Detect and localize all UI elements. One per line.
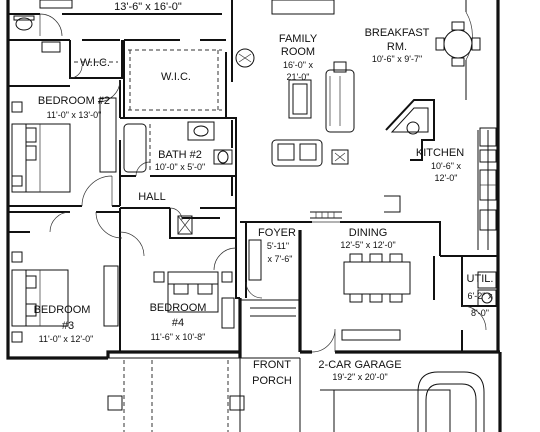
bedroom2-label: BEDROOM #2 [38, 95, 110, 107]
bedroom4-dims: 11'-6" x 10'-8" [151, 332, 206, 342]
vanity [187, 121, 215, 141]
foyer-dims-2: x 7'-6" [268, 254, 293, 264]
dresser [103, 265, 119, 327]
garage-dims: 19'-2" x 20'-0" [332, 372, 387, 382]
kitchen-dims-1: 10'-6" x [431, 161, 461, 171]
bedroom3-label-1: BEDROOM [34, 304, 91, 316]
nightstand [153, 271, 165, 283]
bath2-dims: 10'-0" x 5'-0" [155, 162, 205, 172]
family-room-label-1: FAMILY [279, 33, 318, 45]
nightstand [11, 331, 23, 343]
nightstand [11, 175, 23, 187]
bedroom3-dims: 11'-0" x 12'-0" [39, 334, 94, 344]
garage-label: 2-CAR GARAGE [318, 359, 401, 371]
bedroom2-dims: 11'-0" x 13'-0" [47, 110, 102, 120]
toilet [213, 149, 233, 165]
vanity [39, 0, 73, 9]
breakfast-label-1: BREAKFAST [365, 27, 430, 39]
front-porch-label-1: FRONT [253, 359, 291, 371]
kitchen-label: KITCHEN [416, 147, 464, 159]
bedroom4-label-2: #4 [172, 317, 184, 329]
shelf [41, 41, 61, 53]
buffet [341, 329, 401, 341]
bench [248, 239, 262, 281]
column [229, 395, 245, 411]
sink [193, 125, 209, 137]
end-table [331, 149, 349, 165]
washer [477, 289, 497, 307]
sink [406, 121, 420, 135]
nightstand [221, 271, 233, 283]
family-room-dims-1: 16'-0" x [283, 60, 313, 70]
foyer-dims-1: 5'-11" [267, 241, 289, 251]
coffee-table [288, 79, 312, 119]
bedroom3-label-2: #3 [62, 320, 74, 332]
end-table [333, 61, 347, 73]
sofa [325, 69, 355, 133]
wic-small-label: W.I.C. [80, 57, 110, 69]
fixtures [11, 0, 497, 343]
pantry [479, 209, 497, 231]
family-room-dims-2: 21'-0" [287, 72, 310, 82]
breakfast-table [435, 21, 481, 67]
garage [320, 371, 485, 432]
foyer-label: FOYER [258, 227, 296, 239]
dryer [477, 271, 497, 289]
family-room-label-2: ROOM [281, 46, 315, 58]
dresser [99, 97, 117, 173]
dresser [221, 297, 235, 329]
nightstand [11, 101, 23, 113]
tv-console [271, 0, 335, 15]
dining-table [343, 253, 411, 303]
car [417, 371, 485, 432]
column [107, 395, 123, 411]
loveseat [271, 139, 323, 167]
interior-walls [7, 0, 498, 352]
range [479, 127, 497, 147]
door-swings [39, 11, 487, 353]
dining-dims: 12'-5" x 12'-0" [340, 240, 395, 250]
bath2-label: BATH #2 [158, 149, 202, 161]
water-heater [177, 215, 193, 235]
bedroom4-label-1: BEDROOM [150, 302, 207, 314]
room-labels: 13'-6" x 16'-0" FAMILY ROOM 16'-0" x 21'… [34, 1, 494, 387]
bed [11, 123, 71, 193]
dishwasher [479, 149, 497, 163]
util-dims-2: 8'-0" [471, 308, 489, 318]
breakfast-label-2: RM. [387, 41, 407, 53]
top-room-dims: 13'-6" x 16'-0" [114, 1, 182, 13]
kitchen-dims-2: 12'-0" [435, 173, 458, 183]
bathtub [123, 123, 147, 173]
util-dims-1: 6'-2" x [468, 291, 493, 301]
breakfast-dims: 10'-6" x 9'-7" [372, 54, 422, 64]
fireplace-chair [235, 48, 255, 68]
bed [167, 271, 219, 313]
toilet [13, 15, 35, 31]
bed [11, 269, 69, 327]
porch [106, 299, 301, 432]
dining-label: DINING [349, 227, 388, 239]
wic-large-label: W.I.C. [161, 71, 191, 83]
nightstand [11, 251, 23, 263]
front-porch-label-2: PORCH [252, 375, 292, 387]
util-label: UTIL. [467, 273, 494, 285]
hall-label: HALL [138, 191, 166, 203]
